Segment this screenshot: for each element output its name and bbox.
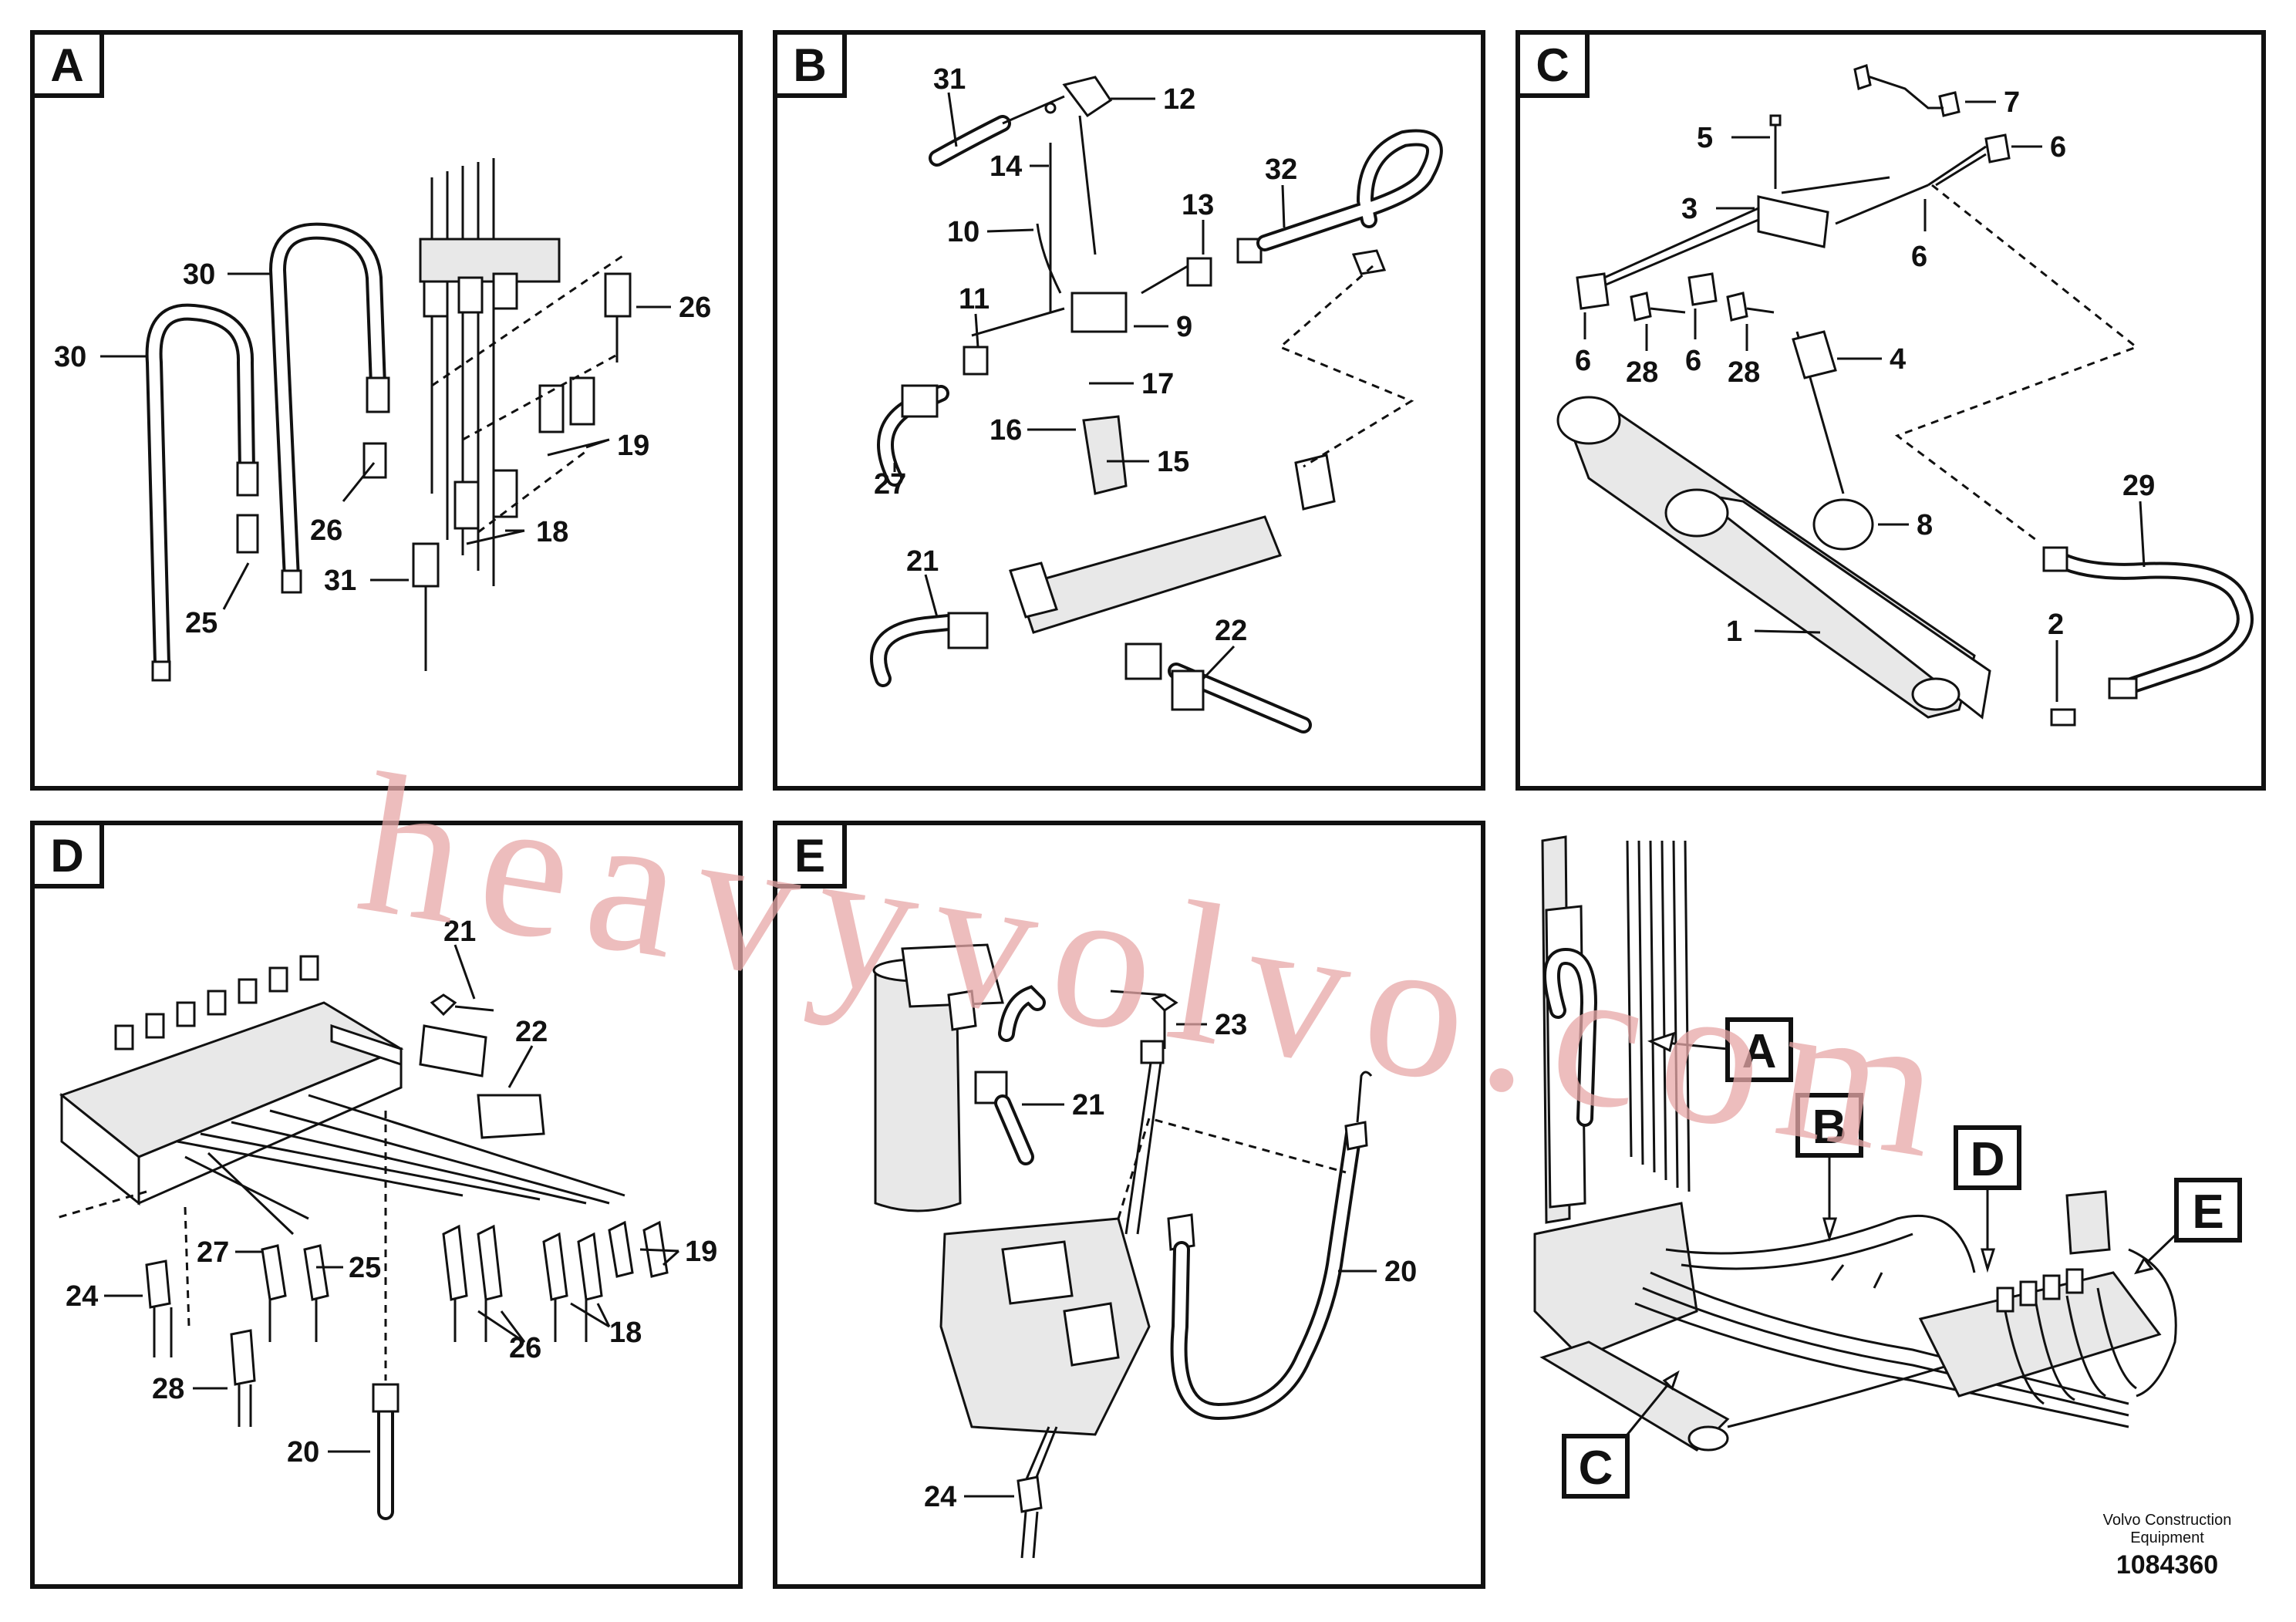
panel-c-letter-box (1515, 30, 1590, 98)
callout: 29 (2122, 470, 2155, 502)
overview-label-box (1954, 1125, 2021, 1190)
callout: 17 (1141, 368, 1174, 400)
callout: 14 (990, 150, 1022, 183)
callout: 24 (66, 1280, 98, 1313)
callout: 6 (1575, 345, 1591, 377)
callout: 21 (906, 545, 939, 578)
brand-name: Volvo Construction (2103, 1512, 2232, 1529)
callout: 28 (1626, 356, 1658, 389)
panel-d-letter: D (50, 830, 83, 882)
callout: 27 (197, 1236, 229, 1269)
callout: 25 (349, 1252, 381, 1284)
overview-label-box (1725, 1017, 1793, 1082)
callout: 26 (310, 514, 342, 547)
callout: 25 (185, 607, 217, 639)
panel-e: E (773, 821, 1485, 1589)
callout: 24 (924, 1481, 956, 1513)
callout: 22 (515, 1016, 548, 1048)
control-valve (53, 955, 669, 1520)
callout: 18 (536, 516, 568, 548)
overview-label-box (2174, 1178, 2242, 1243)
callout: 20 (1384, 1256, 1417, 1288)
panel-e-letter-box (773, 821, 847, 889)
callout: 9 (1176, 311, 1192, 343)
panel-a-letter: A (50, 39, 83, 91)
callout: 20 (287, 1436, 319, 1469)
overview-labels: A B D E C (1562, 1017, 2242, 1499)
overview-label: E (2192, 1185, 2224, 1239)
document-number: 1084360 (2116, 1550, 2218, 1580)
callout: 22 (1215, 615, 1247, 647)
callout: 5 (1697, 122, 1713, 154)
callout: 11 (959, 283, 990, 315)
overview-label-box (1562, 1434, 1630, 1499)
panel-a-letter-box (30, 30, 104, 98)
callout: 7 (2004, 86, 2020, 119)
callout: 32 (1265, 153, 1297, 186)
callout: 4 (1890, 343, 1906, 376)
panel-b-letter: B (793, 39, 826, 91)
title-block: Volvo Construction Equipment 1084360 (2103, 1512, 2232, 1580)
callouts: 23 21 20 24 (924, 1009, 1417, 1513)
callout: 1 (1726, 615, 1742, 648)
panel-b: B (773, 30, 1485, 791)
callout: 28 (152, 1373, 184, 1405)
components (1556, 64, 2254, 727)
panel-c-letter: C (1536, 39, 1569, 91)
panel-c: C (1515, 30, 2266, 791)
pump-and-filter (872, 943, 1373, 1559)
callout: 21 (443, 916, 476, 948)
overview-label: A (1742, 1025, 1777, 1078)
overview-illustration (1533, 835, 2177, 1452)
overview-label: C (1579, 1442, 1613, 1495)
callout: 30 (54, 341, 86, 373)
panel-b-letter-box (773, 30, 847, 98)
callout: 21 (1072, 1089, 1104, 1121)
callout: 19 (685, 1236, 717, 1268)
overview-label-box (1795, 1093, 1863, 1158)
callout: 16 (990, 414, 1022, 447)
panel-a: A 30 (30, 30, 743, 791)
overview-label: B (1812, 1101, 1847, 1154)
callout: 6 (2050, 131, 2066, 164)
callout: 6 (1911, 241, 1927, 273)
panel-d-letter-box (30, 821, 104, 889)
callout: 26 (509, 1332, 541, 1364)
panel-d: D (30, 821, 743, 1589)
hoses (870, 76, 1443, 733)
callout: 12 (1163, 83, 1195, 116)
callout: 6 (1685, 345, 1701, 377)
callout: 31 (933, 63, 966, 96)
callout: 10 (947, 216, 979, 248)
callout: 23 (1215, 1009, 1247, 1041)
callout: 27 (874, 468, 906, 501)
callout: 2 (2048, 609, 2064, 641)
panel-e-letter: E (794, 830, 825, 882)
callouts: 31 12 14 32 13 10 11 9 17 16 15 27 21 (874, 63, 1297, 680)
hoses (145, 158, 632, 682)
callout: 18 (609, 1317, 642, 1349)
callouts: 21 22 19 27 25 24 26 18 28 20 (66, 916, 717, 1469)
callout: 26 (679, 292, 711, 324)
callout: 30 (183, 258, 215, 291)
callout: 8 (1917, 509, 1933, 541)
callout: 19 (617, 430, 649, 462)
callout: 3 (1681, 193, 1698, 225)
callout: 31 (324, 565, 356, 597)
callouts: 7 5 6 3 6 6 28 6 28 4 29 8 2 1 (1575, 86, 2155, 702)
overview-label: D (1971, 1133, 2005, 1186)
callout: 13 (1182, 189, 1214, 221)
callout: 28 (1728, 356, 1760, 389)
brand-subname: Equipment (2130, 1529, 2204, 1546)
callouts: 30 30 26 19 26 18 25 31 (54, 258, 711, 639)
callout: 15 (1157, 446, 1189, 478)
